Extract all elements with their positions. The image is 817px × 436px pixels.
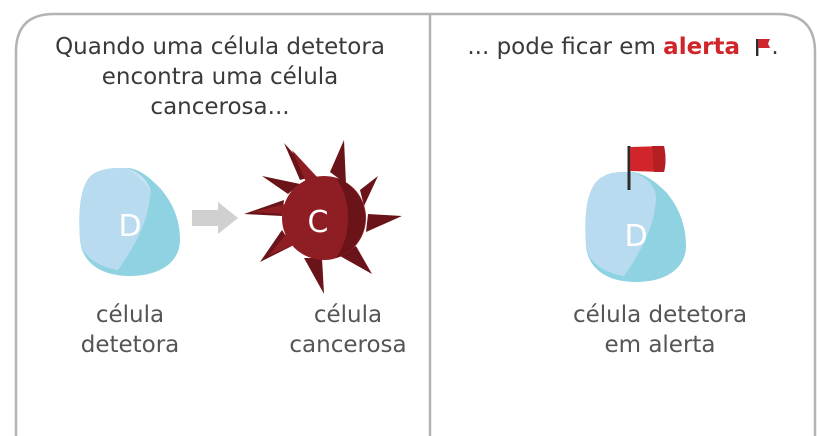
caption-line: detetora <box>80 332 180 358</box>
detector-cell-caption: célula detetora <box>60 300 200 360</box>
caption-line: cancerosa <box>289 332 407 358</box>
cancer-cell-letter: C <box>308 205 329 240</box>
caption-line: célula <box>95 302 165 328</box>
flag-icon <box>627 146 666 190</box>
flag-icon <box>756 39 771 56</box>
alert-detector-cell-icon: D <box>585 172 686 282</box>
heading-line: cancerosa... <box>150 94 290 120</box>
right-panel-heading: ... pode ficar em alerta . <box>438 32 808 62</box>
detector-cell-letter: D <box>118 209 141 244</box>
heading-line: Quando uma célula detetora <box>55 34 385 60</box>
detector-cell-icon: D <box>79 168 180 276</box>
alert-word: alerta <box>663 34 741 60</box>
arrow-right-icon <box>192 202 238 234</box>
heading-line: encontra uma célula <box>101 64 339 90</box>
caption-line: célula detetora <box>572 302 748 328</box>
caption-line: em alerta <box>604 332 716 358</box>
heading-suffix: . <box>771 34 779 60</box>
cancer-cell-caption: célula cancerosa <box>268 300 428 360</box>
frame-border <box>14 12 817 436</box>
cancer-cell-icon: C <box>244 140 402 294</box>
caption-line: célula <box>313 302 383 328</box>
heading-prefix: ... pode ficar em <box>467 34 656 60</box>
alert-cell-letter: D <box>624 219 647 254</box>
alert-cell-caption: célula detetora em alerta <box>540 300 780 360</box>
left-panel-heading: Quando uma célula detetora encontra uma … <box>30 32 410 122</box>
